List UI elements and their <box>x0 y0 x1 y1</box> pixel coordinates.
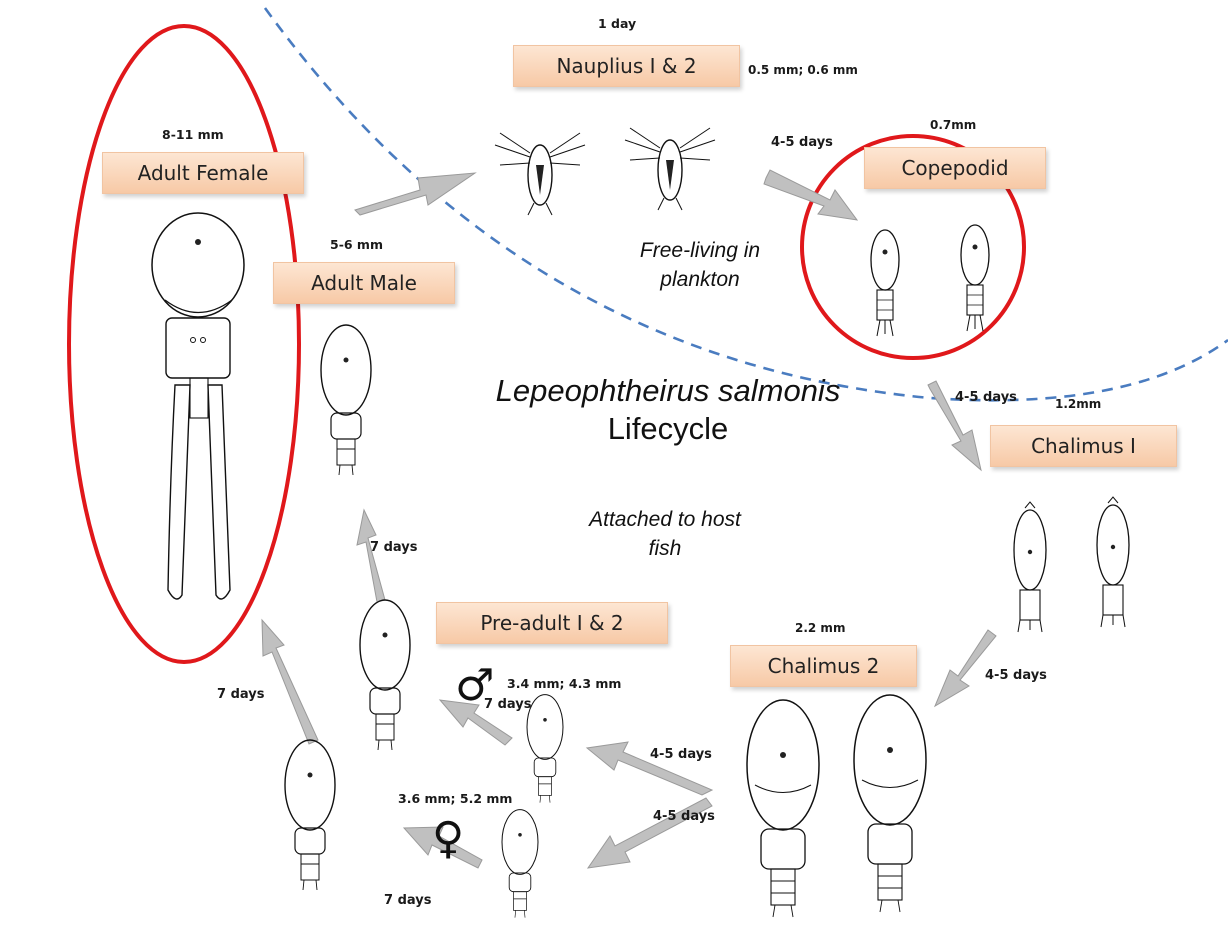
duration-chalimus2-to-male: 4-5 days <box>650 747 712 762</box>
attached-zone-label: Attached to host fish <box>575 505 755 563</box>
title-lifecycle: Lifecycle <box>448 410 888 448</box>
arrow-adult-female-to-nauplius <box>355 173 475 215</box>
chalimus2-size-label: 2.2 mm <box>795 621 845 635</box>
chalimus2-2-drawing <box>854 695 926 912</box>
adult-female-size-label: 8-11 mm <box>162 127 224 142</box>
arrow-nauplius-to-copepodid <box>764 170 857 220</box>
diagram-title: Lepeophtheirus salmonis Lifecycle <box>448 372 888 448</box>
adult-male-size-label: 5-6 mm <box>330 237 383 252</box>
duration-nauplius-to-copepodid: 4-5 days <box>771 135 833 150</box>
nauplius-1-drawing <box>495 133 585 215</box>
male-preadult-size-label: 3.4 mm; 4.3 mm <box>507 676 621 691</box>
chalimus1-1-drawing <box>1014 502 1046 632</box>
stage-box-adult-female: Adult Female <box>102 152 304 194</box>
stage-box-chalimus1: Chalimus I <box>990 425 1177 467</box>
nauplius-2-drawing <box>625 128 715 210</box>
chalimus1-2-drawing <box>1097 497 1129 627</box>
duration-copepodid-to-chalimus1: 4-5 days <box>955 390 1017 405</box>
copepodid-1-drawing <box>871 230 899 336</box>
duration-preadult-to-adult-male: 7 days <box>370 540 417 555</box>
arrow-preadult-to-adult-female <box>262 620 318 744</box>
duration-chalimus1-to-chalimus2: 4-5 days <box>985 668 1047 683</box>
adult-female-highlight-ring <box>69 26 299 662</box>
preadult-small-male-drawing <box>527 695 563 803</box>
nauplius-duration-label: 1 day <box>598 16 636 31</box>
preadult-large-male-drawing <box>360 600 410 750</box>
duration-chalimus2-to-female: 4-5 days <box>653 809 715 824</box>
stage-box-preadult: Pre-adult I & 2 <box>436 602 668 644</box>
copepodid-2-drawing <box>961 225 989 331</box>
chalimus1-size-label: 1.2mm <box>1055 397 1101 411</box>
copepodid-size-label: 0.7mm <box>930 118 976 132</box>
adult-female-drawing <box>152 213 244 599</box>
stage-box-nauplius: Nauplius I & 2 <box>513 45 740 87</box>
preadult-large-female-drawing <box>285 740 335 890</box>
free-living-zone-label: Free-living in plankton <box>610 236 790 294</box>
preadult-small-female-drawing <box>502 810 538 918</box>
stage-box-adult-male: Adult Male <box>273 262 455 304</box>
female-symbol: ♀ <box>432 817 464 861</box>
chalimus2-1-drawing <box>747 700 819 917</box>
plankton-boundary-line <box>265 8 1228 400</box>
stage-box-copepodid: Copepodid <box>864 147 1046 189</box>
nauplius-size-label: 0.5 mm; 0.6 mm <box>748 63 858 77</box>
arrow-preadult-to-adult-male <box>357 510 385 602</box>
adult-male-drawing <box>321 325 371 475</box>
female-preadult-size-label: 3.6 mm; 5.2 mm <box>398 791 512 806</box>
duration-female-preadult-step: 7 days <box>384 893 431 908</box>
duration-preadult-to-adult-female: 7 days <box>217 687 264 702</box>
title-species: Lepeophtheirus salmonis <box>448 372 888 410</box>
duration-male-preadult-step: 7 days <box>484 697 531 712</box>
stage-box-chalimus2: Chalimus 2 <box>730 645 917 687</box>
